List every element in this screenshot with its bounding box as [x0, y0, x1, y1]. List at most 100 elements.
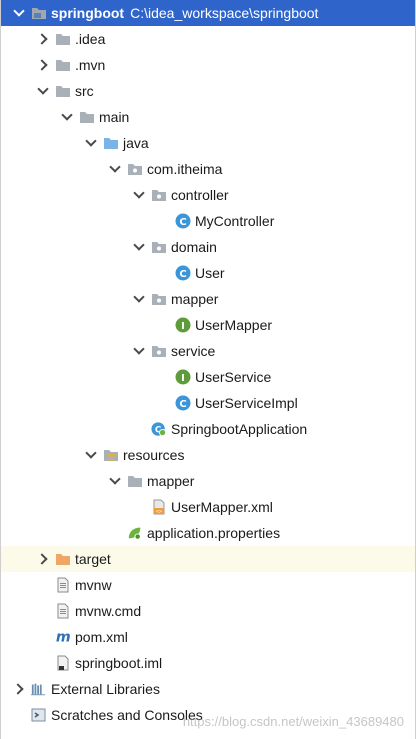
tree-item-label: java: [123, 135, 149, 151]
tree-item-label: domain: [171, 239, 217, 255]
chevron-down-icon[interactable]: [59, 104, 75, 130]
tree-row-usermapper-xml[interactable]: <> UserMapper.xml: [1, 494, 415, 520]
folder-icon: [55, 31, 71, 47]
tree-row-com-itheima[interactable]: com.itheima: [1, 156, 415, 182]
tree-item-label: MyController: [195, 213, 275, 229]
svg-text:C: C: [155, 426, 162, 436]
chevron-right-icon[interactable]: [35, 546, 51, 572]
tree-item-label: springboot.iml: [75, 655, 163, 671]
tree-item-label: UserService: [195, 369, 272, 385]
spring-properties-icon: [127, 525, 143, 541]
tree-item-label: UserServiceImpl: [195, 395, 298, 411]
tree-row-java[interactable]: java: [1, 130, 415, 156]
tree-row-target[interactable]: target: [1, 546, 415, 572]
tree-row-src[interactable]: src: [1, 78, 415, 104]
class-icon: C: [175, 213, 191, 229]
folder-icon: [55, 83, 71, 99]
tree-row-controller[interactable]: controller: [1, 182, 415, 208]
tree-item-label: src: [75, 83, 94, 99]
chevron-down-icon[interactable]: [131, 234, 147, 260]
tree-row-mvnw[interactable]: mvnw: [1, 572, 415, 598]
tree-item-label: mvnw.cmd: [75, 603, 142, 619]
chevron-down-icon[interactable]: [107, 156, 123, 182]
tree-row-userservice[interactable]: I UserService: [1, 364, 415, 390]
class-icon: C: [175, 395, 191, 411]
svg-text:C: C: [179, 269, 186, 280]
svg-text:<>: <>: [156, 509, 162, 515]
tree-row-mapper[interactable]: mapper: [1, 468, 415, 494]
package-icon: [151, 239, 167, 255]
iml-file-icon: [55, 655, 71, 671]
chevron-down-icon[interactable]: [83, 130, 99, 156]
chevron-down-icon[interactable]: [131, 338, 147, 364]
chevron-down-icon[interactable]: [131, 182, 147, 208]
svg-text:C: C: [179, 217, 186, 228]
tree-item-label: .idea: [75, 31, 106, 47]
interface-icon: I: [175, 369, 191, 385]
tree-row-user[interactable]: C User: [1, 260, 415, 286]
project-name-label: springboot C:\idea_workspace\springboot: [51, 0, 318, 26]
libraries-icon: [31, 681, 47, 697]
folder-icon: [127, 473, 143, 489]
tree-item-label: mvnw: [75, 577, 112, 593]
tree-row-service[interactable]: service: [1, 338, 415, 364]
package-icon: [127, 161, 143, 177]
folder-icon: [55, 57, 71, 73]
tree-item-label: UserMapper: [195, 317, 273, 333]
chevron-down-icon[interactable]: [131, 286, 147, 312]
tree-item-label: .mvn: [75, 57, 106, 73]
tree-row-idea[interactable]: .idea: [1, 26, 415, 52]
tree-row-springboot-iml[interactable]: springboot.iml: [1, 650, 415, 676]
package-icon: [151, 187, 167, 203]
tree-row-domain[interactable]: domain: [1, 234, 415, 260]
tree-item-label: SpringbootApplication: [171, 421, 308, 437]
tree-row-scratches-and-consoles[interactable]: Scratches and Consoles: [1, 702, 415, 728]
tree-item-label: controller: [171, 187, 229, 203]
tree-row-mycontroller[interactable]: C MyController: [1, 208, 415, 234]
tree-item-label: pom.xml: [75, 629, 128, 645]
project-folder-icon: [31, 5, 47, 21]
chevron-down-icon[interactable]: [107, 468, 123, 494]
tree-item-label: main: [99, 109, 130, 125]
tree-row-main[interactable]: main: [1, 104, 415, 130]
interface-icon: I: [175, 317, 191, 333]
excluded-folder-icon: [55, 551, 71, 567]
tree-row-mvn[interactable]: .mvn: [1, 52, 415, 78]
tree-item-label: target: [75, 551, 111, 567]
tree-row-usermapper[interactable]: I UserMapper: [1, 312, 415, 338]
tree-row-mapper[interactable]: mapper: [1, 286, 415, 312]
tree-item-label: com.itheima: [147, 161, 223, 177]
tree-item-label: UserMapper.xml: [171, 499, 273, 515]
chevron-right-icon[interactable]: [35, 26, 51, 52]
tree-item-label: mapper: [147, 473, 195, 489]
tree-item-label: User: [195, 265, 225, 281]
spring-boot-class-icon: C: [151, 421, 167, 437]
tree-row-application-properties[interactable]: application.properties: [1, 520, 415, 546]
project-name: springboot: [51, 5, 125, 21]
project-path: C:\idea_workspace\springboot: [130, 5, 319, 21]
tree-row-mvnw-cmd[interactable]: mvnw.cmd: [1, 598, 415, 624]
tree-item-label: External Libraries: [51, 681, 160, 697]
tree-row-resources[interactable]: resources: [1, 442, 415, 468]
chevron-down-icon[interactable]: [83, 442, 99, 468]
chevron-right-icon[interactable]: [35, 52, 51, 78]
chevron-down-icon[interactable]: [11, 0, 27, 26]
tree-row-springboot[interactable]: springboot C:\idea_workspace\springboot: [1, 0, 415, 26]
package-icon: [151, 343, 167, 359]
text-file-icon: [55, 603, 71, 619]
package-icon: [151, 291, 167, 307]
chevron-right-icon[interactable]: [11, 676, 27, 702]
svg-text:I: I: [181, 373, 185, 384]
svg-text:I: I: [181, 321, 185, 332]
tree-row-external-libraries[interactable]: External Libraries: [1, 676, 415, 702]
chevron-down-icon[interactable]: [35, 78, 51, 104]
maven-file-icon: m: [55, 629, 71, 645]
tree-item-label: application.properties: [147, 525, 281, 541]
text-file-icon: [55, 577, 71, 593]
tree-row-springbootapplication[interactable]: C SpringbootApplication: [1, 416, 415, 442]
resources-folder-icon: [103, 447, 119, 463]
tree-item-label: service: [171, 343, 216, 359]
